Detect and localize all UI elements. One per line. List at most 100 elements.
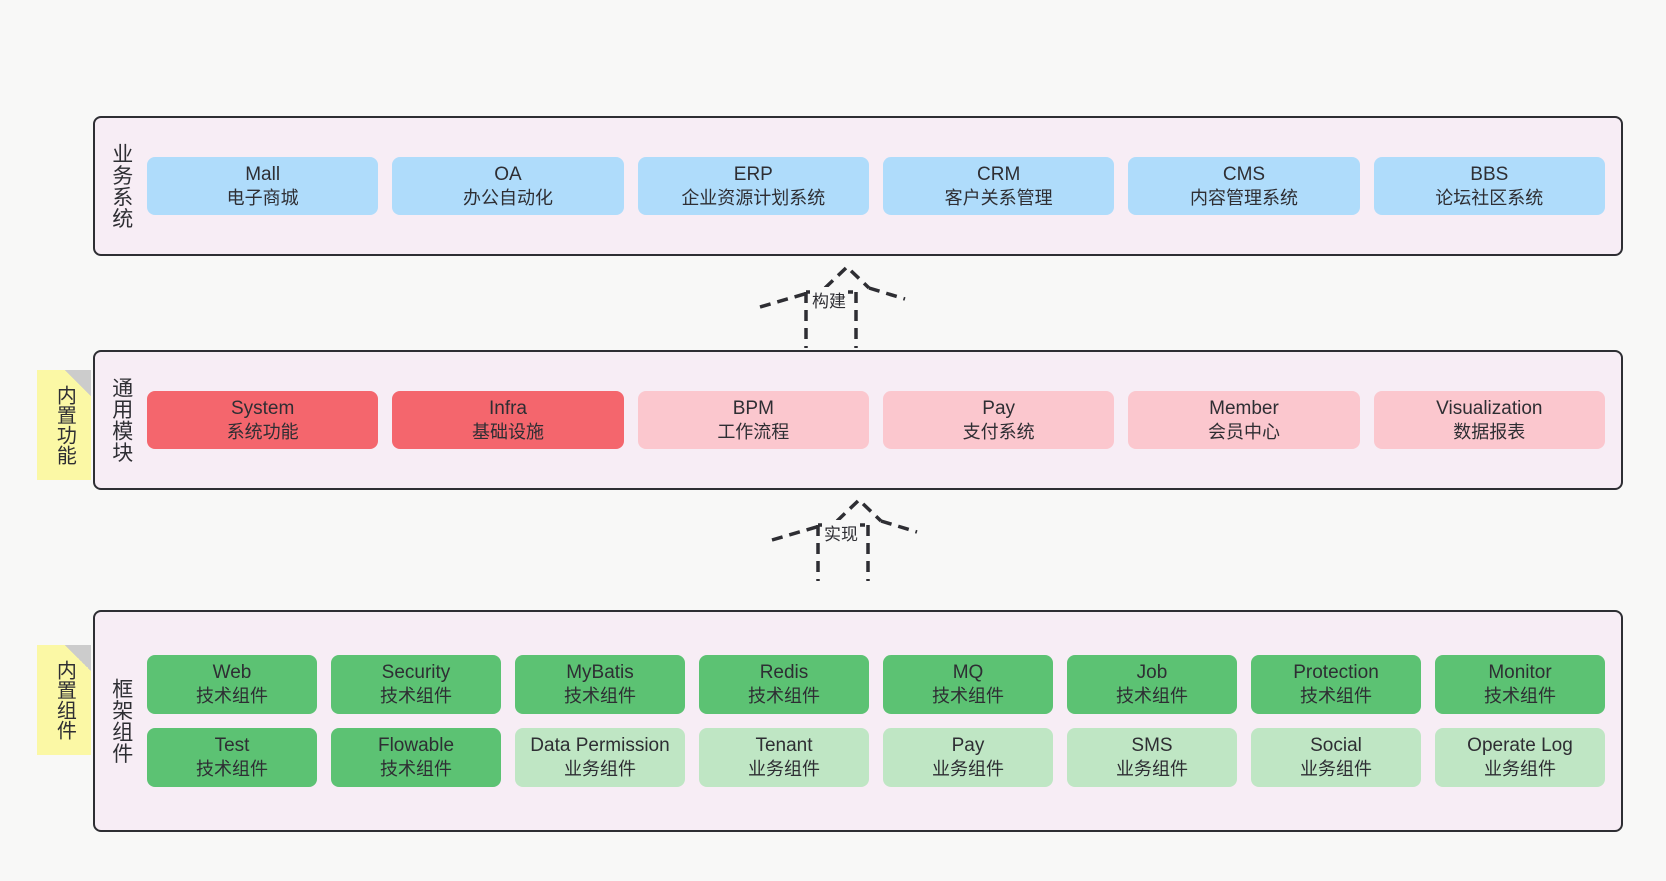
cell-title: Redis — [759, 662, 809, 684]
cell-subtitle: 技术组件 — [748, 686, 820, 707]
cell-visualization[interactable]: Visualization 数据报表 — [1373, 390, 1605, 450]
cell-subtitle: 工作流程 — [717, 421, 790, 442]
cell-subtitle: 技术组件 — [380, 758, 452, 779]
cell-monitor[interactable]: Monitor 技术组件 — [1435, 655, 1605, 714]
layer-business-systems: 业务系统 Mall 电子商城 OA 办公自动化 ERP 企业资源计划系统 CRM… — [93, 116, 1623, 256]
layer-framework-components: 框架组件 Web 技术组件 Security 技术组件 MyBatis 技术组件… — [93, 610, 1623, 832]
cell-title: Pay — [951, 735, 985, 756]
sticky-note-builtin-features: 内置功能 — [37, 370, 91, 480]
cell-cms[interactable]: CMS 内容管理系统 — [1128, 156, 1360, 216]
cell-subtitle: 内容管理系统 — [1189, 187, 1298, 208]
cell-subtitle: 业务组件 — [932, 758, 1004, 779]
cell-subtitle: 业务组件 — [748, 758, 820, 779]
cell-data-permission[interactable]: Data Permission 业务组件 — [515, 728, 685, 787]
cell-subtitle: 支付系统 — [962, 421, 1035, 442]
cell-title: Flowable — [377, 735, 455, 756]
connector-build-label: 构建 — [810, 287, 848, 312]
cell-bpm[interactable]: BPM 工作流程 — [637, 390, 869, 450]
cell-sms[interactable]: SMS 业务组件 — [1067, 728, 1237, 787]
cell-mall[interactable]: Mall 电子商城 — [147, 156, 379, 216]
connector-implement-label: 实现 — [822, 520, 860, 545]
cell-subtitle: 技术组件 — [1300, 686, 1372, 707]
framework-row-tech: Web 技术组件 Security 技术组件 MyBatis 技术组件 Redi… — [147, 655, 1605, 714]
cell-security[interactable]: Security 技术组件 — [331, 655, 501, 714]
cell-subtitle: 办公自动化 — [462, 187, 553, 208]
cell-subtitle: 业务组件 — [1116, 758, 1188, 779]
layer-common-modules: 通用模块 System 系统功能 Infra 基础设施 BPM 工作流程 Pay… — [93, 350, 1623, 490]
cell-title: BBS — [1470, 163, 1509, 185]
cell-mq[interactable]: MQ 技术组件 — [883, 655, 1053, 714]
cell-title: CMS — [1222, 163, 1266, 185]
cell-title: Infra — [488, 397, 527, 419]
cell-erp[interactable]: ERP 企业资源计划系统 — [637, 156, 869, 216]
cell-subtitle: 技术组件 — [564, 686, 636, 707]
cell-title: MyBatis — [566, 662, 634, 684]
cell-title: Social — [1310, 735, 1362, 756]
cell-protection[interactable]: Protection 技术组件 — [1251, 655, 1421, 714]
cell-flowable[interactable]: Flowable 技术组件 — [331, 728, 501, 787]
cell-subtitle: 技术组件 — [380, 686, 452, 707]
cell-title: CRM — [977, 163, 1021, 185]
cell-operate-log[interactable]: Operate Log 业务组件 — [1435, 728, 1605, 787]
layer-modules-body: System 系统功能 Infra 基础设施 BPM 工作流程 Pay 支付系统… — [147, 352, 1621, 488]
cell-bbs[interactable]: BBS 论坛社区系统 — [1373, 156, 1605, 216]
cell-subtitle: 技术组件 — [196, 758, 268, 779]
cell-subtitle: 企业资源计划系统 — [681, 187, 826, 208]
cell-title: Mall — [245, 163, 281, 185]
cell-subtitle: 技术组件 — [196, 686, 268, 707]
cell-crm[interactable]: CRM 客户关系管理 — [882, 156, 1115, 216]
cell-title: Tenant — [755, 735, 813, 756]
cell-web[interactable]: Web 技术组件 — [147, 655, 317, 714]
modules-row: System 系统功能 Infra 基础设施 BPM 工作流程 Pay 支付系统… — [147, 390, 1605, 450]
cell-title: SMS — [1131, 735, 1173, 756]
cell-redis[interactable]: Redis 技术组件 — [699, 655, 869, 714]
framework-row-business: Test 技术组件 Flowable 技术组件 Data Permission … — [147, 728, 1605, 787]
sticky-fold-corner — [65, 645, 91, 671]
cell-oa[interactable]: OA 办公自动化 — [392, 156, 624, 216]
cell-title: Visualization — [1436, 397, 1543, 419]
cell-title: Test — [214, 735, 250, 756]
cell-title: Job — [1136, 662, 1168, 684]
cell-test[interactable]: Test 技术组件 — [147, 728, 317, 787]
sticky-note-label: 内置功能 — [53, 385, 76, 465]
cell-title: Web — [212, 662, 252, 684]
cell-system[interactable]: System 系统功能 — [147, 390, 379, 450]
cell-subtitle: 业务组件 — [1484, 758, 1556, 779]
cell-title: Operate Log — [1467, 735, 1573, 756]
cell-title: System — [230, 397, 295, 419]
cell-member[interactable]: Member 会员中心 — [1128, 390, 1360, 450]
cell-pay-component[interactable]: Pay 业务组件 — [883, 728, 1053, 787]
cell-subtitle: 系统功能 — [226, 421, 299, 442]
cell-subtitle: 电子商城 — [226, 187, 299, 208]
cell-title: Monitor — [1488, 662, 1552, 684]
cell-pay-module[interactable]: Pay 支付系统 — [882, 390, 1115, 450]
sticky-note-label: 内置组件 — [53, 660, 76, 740]
cell-title: Member — [1209, 397, 1279, 419]
cell-infra[interactable]: Infra 基础设施 — [392, 390, 624, 450]
cell-job[interactable]: Job 技术组件 — [1067, 655, 1237, 714]
cell-subtitle: 客户关系管理 — [944, 187, 1053, 208]
layer-modules-label: 通用模块 — [109, 377, 133, 463]
cell-title: OA — [494, 163, 522, 185]
cell-title: MQ — [952, 662, 984, 684]
cell-mybatis[interactable]: MyBatis 技术组件 — [515, 655, 685, 714]
cell-title: Security — [381, 662, 451, 684]
cell-social[interactable]: Social 业务组件 — [1251, 728, 1421, 787]
layer-business-body: Mall 电子商城 OA 办公自动化 ERP 企业资源计划系统 CRM 客户关系… — [147, 118, 1621, 254]
connector-build: 构建 — [759, 262, 920, 348]
sticky-note-builtin-components: 内置组件 — [37, 645, 91, 755]
cell-subtitle: 业务组件 — [564, 758, 636, 779]
cell-title: BPM — [732, 397, 774, 419]
cell-subtitle: 数据报表 — [1453, 421, 1526, 442]
cell-title: Pay — [982, 397, 1016, 419]
cell-tenant[interactable]: Tenant 业务组件 — [699, 728, 869, 787]
sticky-fold-corner — [65, 370, 91, 396]
cell-title: Data Permission — [530, 735, 670, 756]
cell-subtitle: 论坛社区系统 — [1435, 187, 1544, 208]
cell-subtitle: 技术组件 — [932, 686, 1004, 707]
cell-subtitle: 业务组件 — [1300, 758, 1372, 779]
connector-implement: 实现 — [771, 495, 932, 581]
business-row: Mall 电子商城 OA 办公自动化 ERP 企业资源计划系统 CRM 客户关系… — [147, 156, 1605, 216]
cell-title: Protection — [1293, 662, 1379, 684]
